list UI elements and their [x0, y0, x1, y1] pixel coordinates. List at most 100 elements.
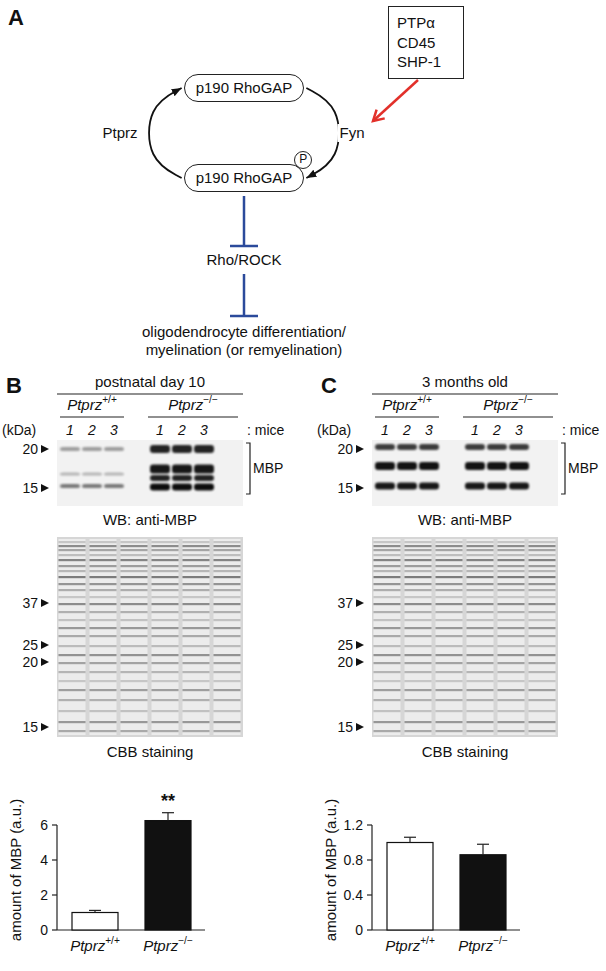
gel-band	[374, 554, 401, 556]
gel-band	[121, 596, 148, 598]
gel-band	[90, 721, 117, 723]
gel-band	[152, 589, 179, 591]
axis-title: amount of MBP (a.u.)	[7, 799, 25, 941]
gel-band	[498, 710, 525, 712]
protein-band	[172, 445, 192, 453]
outcome-label: oligodendrocyte differentiation/ myelina…	[119, 323, 369, 359]
gel-band	[436, 596, 463, 598]
gel-band	[529, 545, 556, 547]
gel-band	[214, 654, 241, 656]
gel-band	[90, 662, 117, 664]
gel-band	[374, 645, 401, 647]
gel-lane	[436, 539, 463, 735]
category-label: Ptprz+/+	[70, 937, 120, 955]
gel-lane	[467, 539, 494, 735]
gel-band	[498, 654, 525, 656]
gel-band	[121, 699, 148, 701]
protein-band	[375, 483, 395, 490]
gel-band	[498, 699, 525, 701]
gel-band	[183, 689, 210, 691]
gel-band	[59, 589, 86, 591]
tick-label: 0	[355, 922, 363, 939]
gel-band	[121, 671, 148, 673]
gel-band	[59, 654, 86, 656]
gel-band	[59, 635, 86, 637]
tick-label: 1.2	[344, 817, 363, 834]
marker-arrow	[41, 445, 49, 453]
gel-band	[405, 554, 432, 556]
gel-lane	[121, 539, 148, 735]
gel-band	[121, 611, 148, 613]
group-line	[148, 416, 238, 417]
enzyme-box: PTPα CD45 SHP-1	[388, 6, 464, 79]
gel-band	[405, 565, 432, 567]
error-cap	[404, 837, 416, 838]
bar	[460, 855, 506, 930]
gel-band	[59, 576, 86, 578]
gel-band	[374, 689, 401, 691]
gel-band	[467, 645, 494, 647]
error-bar	[482, 844, 483, 855]
gel-band	[121, 583, 148, 585]
gel-band	[183, 710, 210, 712]
marker-arrow	[356, 484, 364, 492]
marker-arrow	[41, 723, 49, 731]
gel-band	[374, 730, 401, 732]
gel-band	[436, 635, 463, 637]
gel-band	[59, 680, 86, 682]
gel-band	[467, 570, 494, 572]
gel-band	[90, 680, 117, 682]
gel-band	[121, 559, 148, 561]
band-bracket	[246, 443, 250, 494]
gel-band	[121, 721, 148, 723]
gel-band	[529, 603, 556, 605]
gel-band	[121, 541, 148, 543]
gel-band	[467, 603, 494, 605]
gel-band	[183, 627, 210, 629]
panel-letter: C	[321, 373, 337, 399]
protein-band	[509, 462, 529, 470]
genotype-label: Ptprz−/−	[168, 396, 218, 414]
gel-band	[121, 554, 148, 556]
gel-band	[183, 645, 210, 647]
gel-band	[436, 576, 463, 578]
gel-band	[498, 671, 525, 673]
gel-band	[374, 576, 401, 578]
gel-band	[374, 619, 401, 621]
gel-lane	[183, 539, 210, 735]
gel-band	[529, 589, 556, 591]
gel-band	[183, 699, 210, 701]
gel-band	[374, 549, 401, 551]
gel-band	[59, 559, 86, 561]
gel-band	[59, 619, 86, 621]
protein-band	[104, 447, 124, 451]
gel-band	[59, 603, 86, 605]
gel-band	[405, 699, 432, 701]
gel-band	[214, 689, 241, 691]
gel-band	[405, 645, 432, 647]
bar	[387, 843, 433, 931]
gel-band	[467, 654, 494, 656]
protein-band	[465, 444, 485, 450]
gel-band	[59, 570, 86, 572]
gel-band	[498, 627, 525, 629]
tick-label: 4	[40, 852, 48, 869]
gel-band	[498, 583, 525, 585]
gel-band	[529, 541, 556, 543]
gel-band	[374, 596, 401, 598]
gel-band	[467, 583, 494, 585]
gel-band	[529, 549, 556, 551]
gel-band	[121, 545, 148, 547]
lane-number: 3	[515, 422, 523, 439]
protein-band	[397, 483, 417, 490]
lane-number: 1	[66, 422, 74, 439]
gel-band	[90, 559, 117, 561]
gel-band	[374, 721, 401, 723]
gel-band	[152, 554, 179, 556]
gel-band	[121, 635, 148, 637]
gel-band	[467, 589, 494, 591]
protein-band	[465, 483, 485, 490]
gel-band	[183, 565, 210, 567]
axis-tick	[52, 824, 57, 825]
gel-band	[529, 689, 556, 691]
